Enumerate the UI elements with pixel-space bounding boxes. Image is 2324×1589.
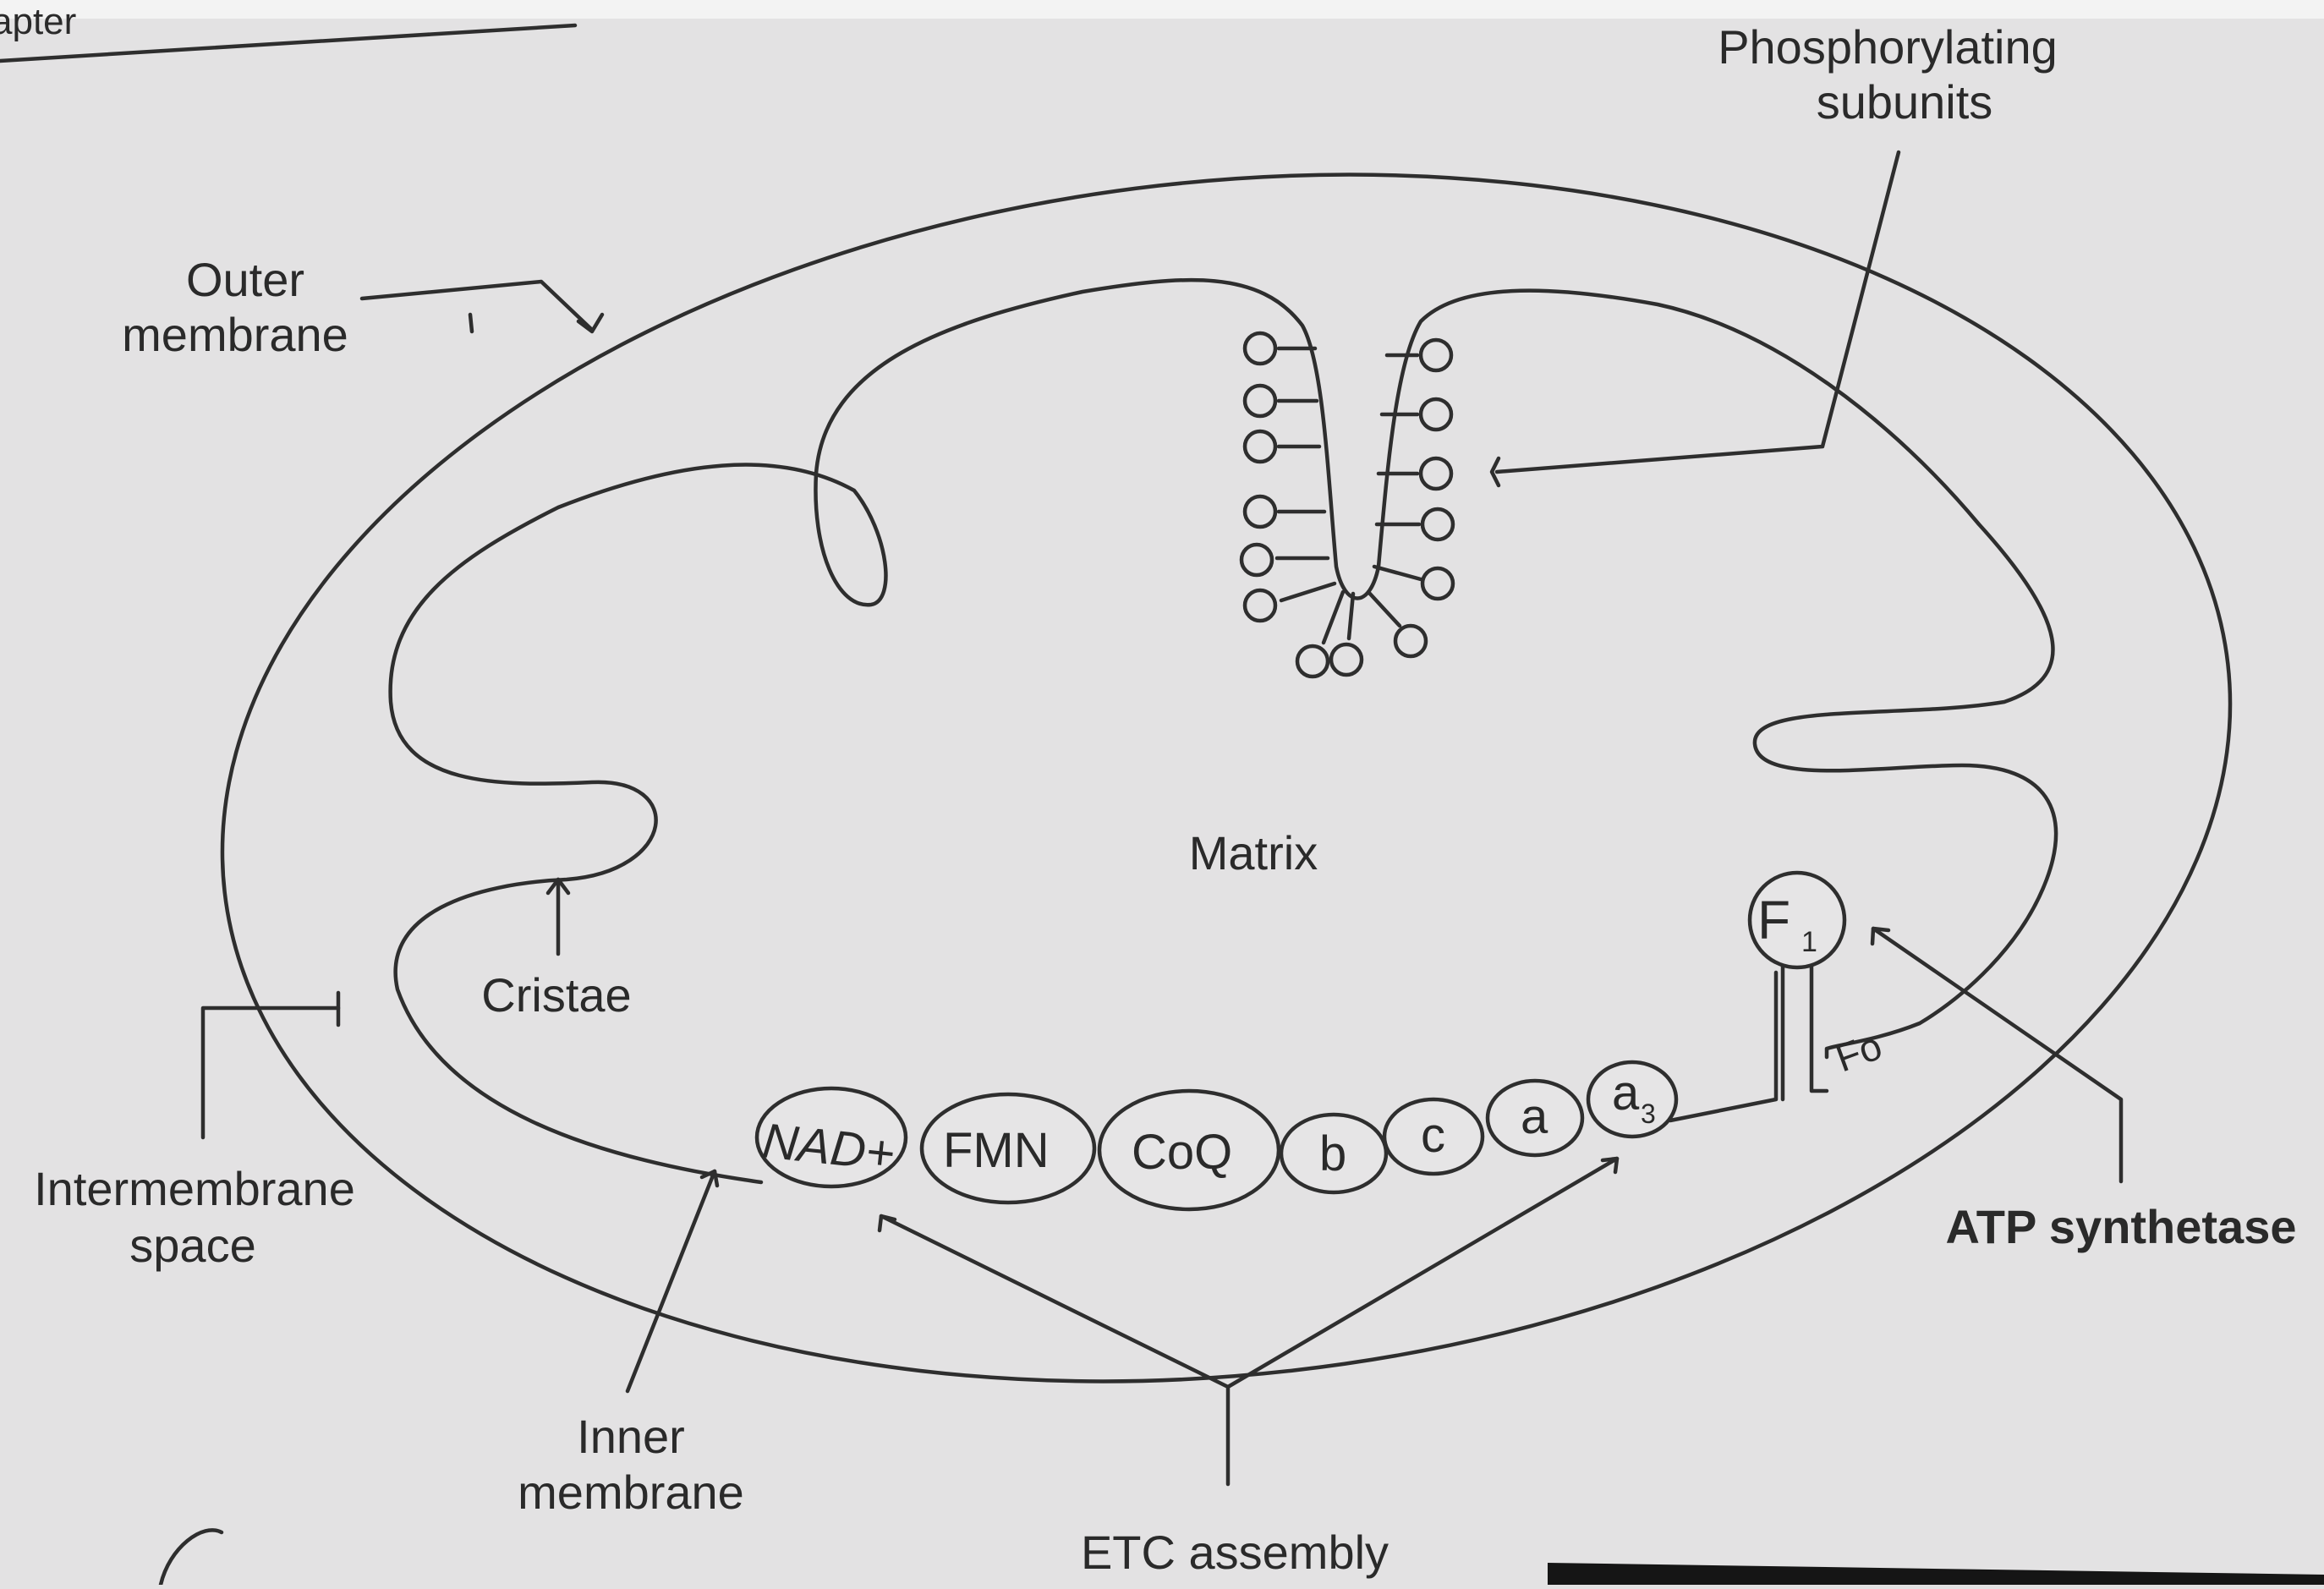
header-fragment: apter xyxy=(0,1,76,42)
etc-label-a: a xyxy=(1521,1089,1548,1144)
etc-label-a3-subscript: 3 xyxy=(1641,1099,1656,1129)
intermembrane-label-line2: space xyxy=(129,1219,255,1272)
etc-label-c: c xyxy=(1421,1108,1445,1163)
etc-assembly-label: ETC assembly xyxy=(1081,1526,1389,1579)
etc-label-fmn: FMN xyxy=(943,1123,1050,1178)
f1-subscript: 1 xyxy=(1801,926,1817,958)
f1-label: F xyxy=(1757,890,1790,951)
inner-membrane-label-line2: membrane xyxy=(518,1466,744,1519)
matrix-label: Matrix xyxy=(1189,826,1318,879)
intermembrane-label-line1: Intermembrane xyxy=(34,1162,355,1215)
phosphorylating-label-line2: subunits xyxy=(1817,75,1993,129)
outer-membrane-label-line1: Outer xyxy=(186,253,304,306)
etc-label-b: b xyxy=(1319,1126,1346,1181)
page-top-strip xyxy=(0,0,2324,19)
phosphorylating-label-line1: Phosphorylating xyxy=(1718,20,2058,74)
inner-membrane-label-line1: Inner xyxy=(577,1410,685,1463)
etc-label-a3: a xyxy=(1612,1066,1640,1121)
etc-label-coq: CoQ xyxy=(1132,1125,1232,1180)
cristae-label: Cristae xyxy=(481,968,631,1022)
outer-membrane-label-line2: membrane xyxy=(122,308,348,361)
atp-synthetase-label: ATP synthetase xyxy=(1946,1200,2297,1253)
